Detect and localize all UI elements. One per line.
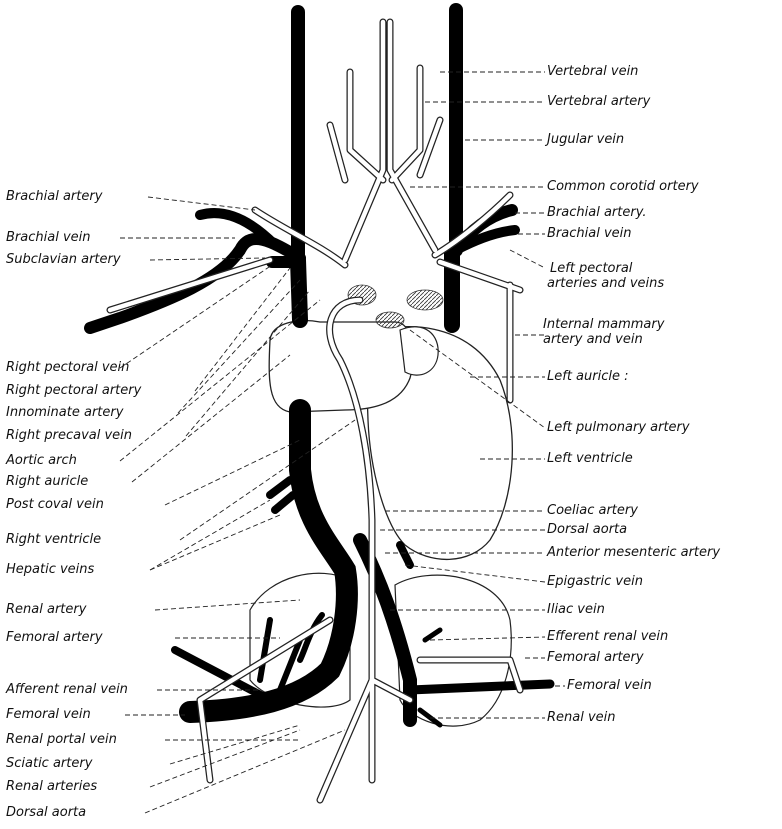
label-right-precaval-vein: Right precaval vein bbox=[6, 429, 132, 443]
label-renal-portal-vein: Renal portal vein bbox=[6, 733, 117, 747]
label-femoral-vein-right: Femoral vein bbox=[567, 679, 652, 693]
label-left-pectoral-line2: arteries and veins bbox=[547, 277, 664, 291]
label-renal-artery: Renal artery bbox=[6, 603, 86, 617]
label-internal-mammary-line1: Internal mammary bbox=[543, 318, 664, 332]
label-subclavian-artery: Subclavian artery bbox=[6, 253, 121, 267]
label-post-caval-vein: Post coval vein bbox=[6, 498, 104, 512]
label-vertebral-vein: Vertebral vein bbox=[547, 65, 638, 79]
label-right-pectoral-artery: Right pectoral artery bbox=[6, 384, 141, 398]
label-renal-vein: Renal vein bbox=[547, 711, 616, 725]
label-femoral-artery-right: Femoral artery bbox=[547, 651, 644, 665]
label-internal-mammary-line2: artery and vein bbox=[543, 333, 643, 347]
label-epigastric-vein: Epigastric vein bbox=[547, 575, 643, 589]
label-brachial-vein-left: Brachial vein bbox=[547, 227, 631, 241]
label-iliac-vein: Iliac vein bbox=[547, 603, 605, 617]
label-afferent-renal-vein: Afferent renal vein bbox=[6, 683, 128, 697]
label-femoral-artery: Femoral artery bbox=[6, 631, 103, 645]
label-hepatic-veins: Hepatic veins bbox=[6, 563, 94, 577]
label-efferent-renal-vein: Efferent renal vein bbox=[547, 630, 668, 644]
label-innominate-artery: Innominate artery bbox=[6, 406, 123, 420]
label-vertebral-artery: Vertebral artery bbox=[547, 95, 650, 109]
label-left-ventricle: Left ventricle bbox=[547, 452, 633, 466]
label-anterior-mesenteric-artery: Anterior mesenteric artery bbox=[547, 546, 720, 560]
label-femoral-vein: Femoral vein bbox=[6, 708, 91, 722]
label-aortic-arch: Aortic arch bbox=[6, 454, 77, 468]
label-left-pectoral-line1: Left pectoral bbox=[550, 262, 632, 276]
left-auricle-shape bbox=[400, 327, 438, 375]
label-renal-arteries: Renal arteries bbox=[6, 780, 97, 794]
label-jugular-vein: Jugular vein bbox=[547, 133, 624, 147]
label-sciatic-artery: Sciatic artery bbox=[6, 757, 92, 771]
label-left-pulmonary-artery: Left pulmonary artery bbox=[547, 421, 690, 435]
label-left-auricle: Left auricle : bbox=[547, 370, 628, 384]
label-brachial-artery: Brachial artery bbox=[6, 190, 102, 204]
label-coeliac-artery: Coeliac artery bbox=[547, 504, 638, 518]
label-dorsal-aorta-upper: Dorsal aorta bbox=[547, 523, 627, 537]
label-right-pectoral-vein: Right pectoral vein bbox=[6, 361, 129, 375]
label-common-carotid-artery: Common corotid ortery bbox=[547, 180, 699, 194]
label-brachial-vein: Brachial vein bbox=[6, 231, 90, 245]
label-right-auricle: Right auricle bbox=[6, 475, 88, 489]
label-right-ventricle: Right ventricle bbox=[6, 533, 101, 547]
label-dorsal-aorta-lower: Dorsal aorta bbox=[6, 806, 86, 820]
label-brachial-artery-left: Brachial artery. bbox=[547, 206, 647, 220]
